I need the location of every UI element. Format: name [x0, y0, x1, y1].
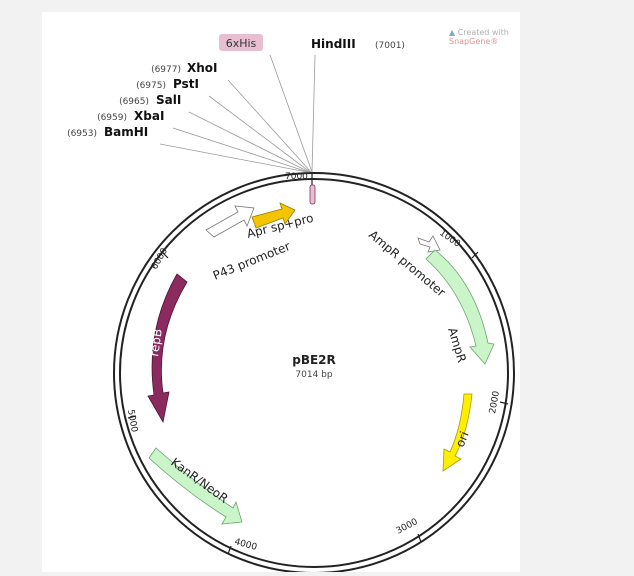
snapgene-logo-icon: ▲ — [449, 28, 456, 37]
site-leader-lines — [159, 54, 316, 173]
tag-6xhis-label: 6xHis — [226, 37, 257, 50]
site-name-sali: SalI — [156, 93, 181, 107]
feature-label-ampr: AmpR — [445, 326, 469, 364]
site-name-hindiii: HindIII — [311, 37, 356, 51]
site-pos-psti: (6975) — [136, 81, 166, 91]
feature-arrow-ampr[interactable] — [425, 249, 495, 365]
feature-arrow-p43-promoter[interactable] — [205, 205, 255, 238]
feature-arrow-ampr-promoter[interactable] — [417, 235, 441, 253]
feature-arrow-kanr-neor[interactable] — [148, 447, 243, 525]
tick-label-3000: 3000 — [395, 517, 420, 537]
tick-label-1000: 1000 — [437, 228, 462, 249]
tick-label-2000: 2000 — [488, 390, 502, 415]
feature-label-ori: ori — [453, 429, 472, 449]
tag-6xhis-box — [219, 34, 263, 51]
watermark-prefix: Created with — [457, 28, 509, 37]
site-name-xhoi: XhoI — [187, 61, 218, 75]
snapgene-watermark: ▲ Created with SnapGene® — [449, 28, 520, 46]
feature-arrow-repb[interactable] — [147, 273, 188, 424]
tick-label-6000: 6000 — [150, 246, 170, 271]
tick-label-7000: 7000 — [285, 172, 308, 182]
watermark-reg: ® — [490, 37, 499, 46]
backbone-outer — [113, 172, 515, 572]
site-name-xbai: XbaI — [134, 109, 164, 123]
map-panel: 7000 1000 2000 3000 4000 5000 6000 Apr s… — [42, 12, 520, 572]
site-pos-xhoi: (6977) — [151, 65, 181, 75]
feature-label-p43-promoter: P43 promoter — [211, 239, 292, 283]
tick-label-5000: 5000 — [125, 409, 139, 434]
feature-arrow-apr-sp-pro[interactable] — [251, 202, 296, 229]
site-pos-bamhi: (6953) — [67, 129, 97, 139]
feature-6xhis-marker[interactable] — [309, 184, 316, 205]
site-pos-sali: (6965) — [119, 97, 149, 107]
site-pos-xbai: (6959) — [97, 113, 127, 123]
backbone-inner — [119, 178, 509, 568]
plasmid-name: pBE2R — [292, 353, 336, 367]
watermark-brand: SnapGene — [449, 37, 491, 46]
plasmid-length: 7014 bp — [295, 370, 332, 380]
site-pos-hindiii: (7001) — [375, 41, 405, 51]
plasmid-map: 7000 1000 2000 3000 4000 5000 6000 Apr s… — [67, 34, 515, 572]
feature-arrow-ori[interactable] — [442, 393, 473, 472]
site-name-psti: PstI — [173, 77, 199, 91]
feature-label-repb: repB — [147, 328, 165, 358]
site-name-bamhi: BamHI — [104, 125, 148, 139]
